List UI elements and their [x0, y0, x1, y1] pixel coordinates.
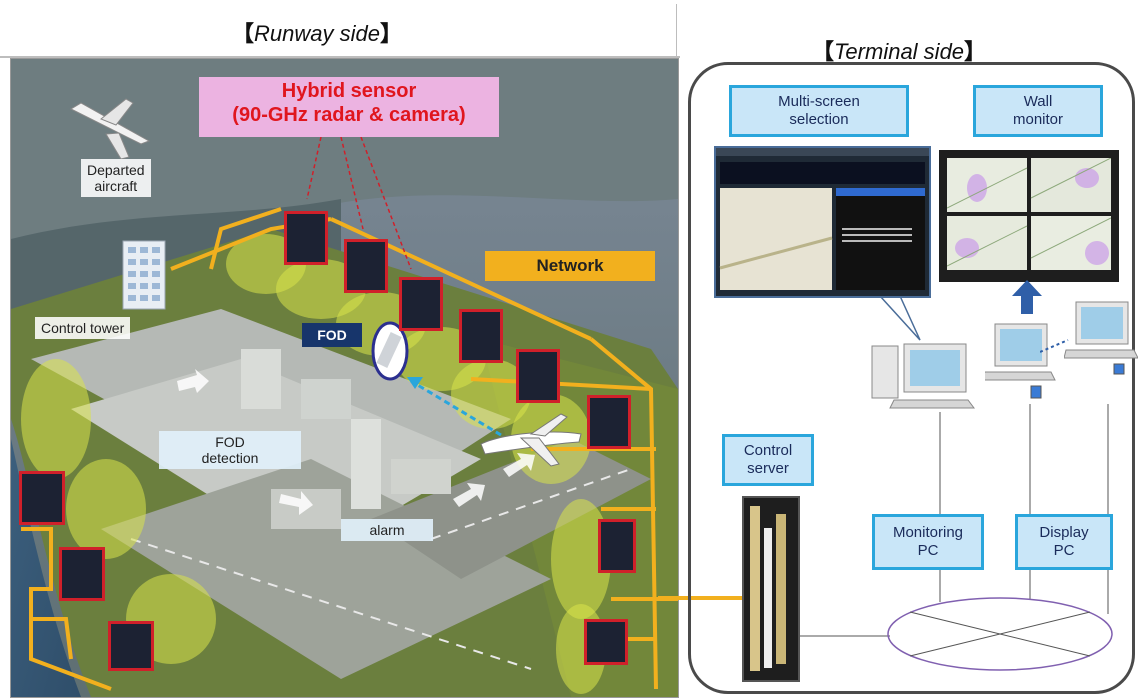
sensor-unit	[19, 471, 65, 525]
display-pc-icon	[985, 323, 1056, 399]
header-divider	[0, 56, 680, 58]
lan-connections	[800, 404, 1113, 671]
sensor-unit	[284, 211, 328, 265]
multi-screen-display	[714, 146, 931, 298]
sensor-unit	[459, 309, 503, 363]
multi-screen-selection-label: Multi-screen selection	[729, 85, 909, 137]
departed-aircraft-icon	[69, 98, 151, 160]
terminal-side-header: 【Terminal side】	[812, 39, 987, 64]
server-stripe	[764, 528, 772, 668]
alarm-label: alarm	[341, 519, 433, 541]
sensor-unit	[598, 519, 636, 573]
wall-monitor-label: Wall monitor	[973, 85, 1103, 137]
server-stripe	[776, 514, 786, 664]
monitoring-pc-label: Monitoring PC	[872, 514, 984, 570]
terminal-frame	[688, 62, 1135, 694]
departed-aircraft-label: Departed aircraft	[81, 159, 151, 197]
fod-label: FOD	[302, 323, 362, 347]
sensor-label: Hybrid sensor (90-GHz radar & camera)	[232, 80, 466, 126]
runway-scene: Hybrid sensor (90-GHz radar & camera) De…	[10, 58, 679, 698]
monitoring-pc-icon	[871, 343, 975, 409]
sensor-unit	[59, 547, 105, 601]
wall-monitor-pane	[1031, 158, 1111, 212]
sensor-unit	[584, 619, 628, 665]
sensor-unit	[344, 239, 388, 293]
sensor-label-box	[199, 77, 499, 137]
control-tower-label: Control tower	[35, 317, 131, 339]
lan-hub	[887, 597, 1113, 671]
sensor-unit	[587, 395, 631, 449]
control-server-label: Control server	[722, 434, 814, 486]
wall-monitor-display	[939, 150, 1119, 282]
flow-arrows	[177, 369, 535, 515]
wall-monitor-pane	[947, 158, 1027, 212]
detection-arrow	[410, 379, 502, 437]
sensor-unit	[516, 349, 560, 403]
sensor-unit	[399, 277, 443, 331]
display-pc-label: Display PC	[1015, 514, 1113, 570]
sensor-pointer-arrows	[306, 136, 412, 270]
control-tower-icon	[122, 240, 166, 310]
secondary-pc-icon	[1064, 301, 1138, 375]
sensor-unit	[108, 621, 154, 671]
runway-side-header: 【Runway side】	[232, 21, 402, 46]
pc-link-dotted	[1040, 339, 1069, 353]
server-stripe	[750, 506, 760, 671]
control-server-icon	[742, 496, 800, 682]
fod-detection-label: FOD detection	[159, 431, 301, 469]
callout-pointer	[880, 296, 921, 341]
sea-area	[11, 439, 81, 697]
arrow-up-icon	[1012, 280, 1042, 314]
airport-illustration	[11, 59, 678, 697]
header-separator	[676, 4, 677, 56]
network-connection	[658, 596, 742, 600]
landing-aircraft-icon	[480, 413, 582, 467]
network-label: Network	[485, 251, 655, 281]
